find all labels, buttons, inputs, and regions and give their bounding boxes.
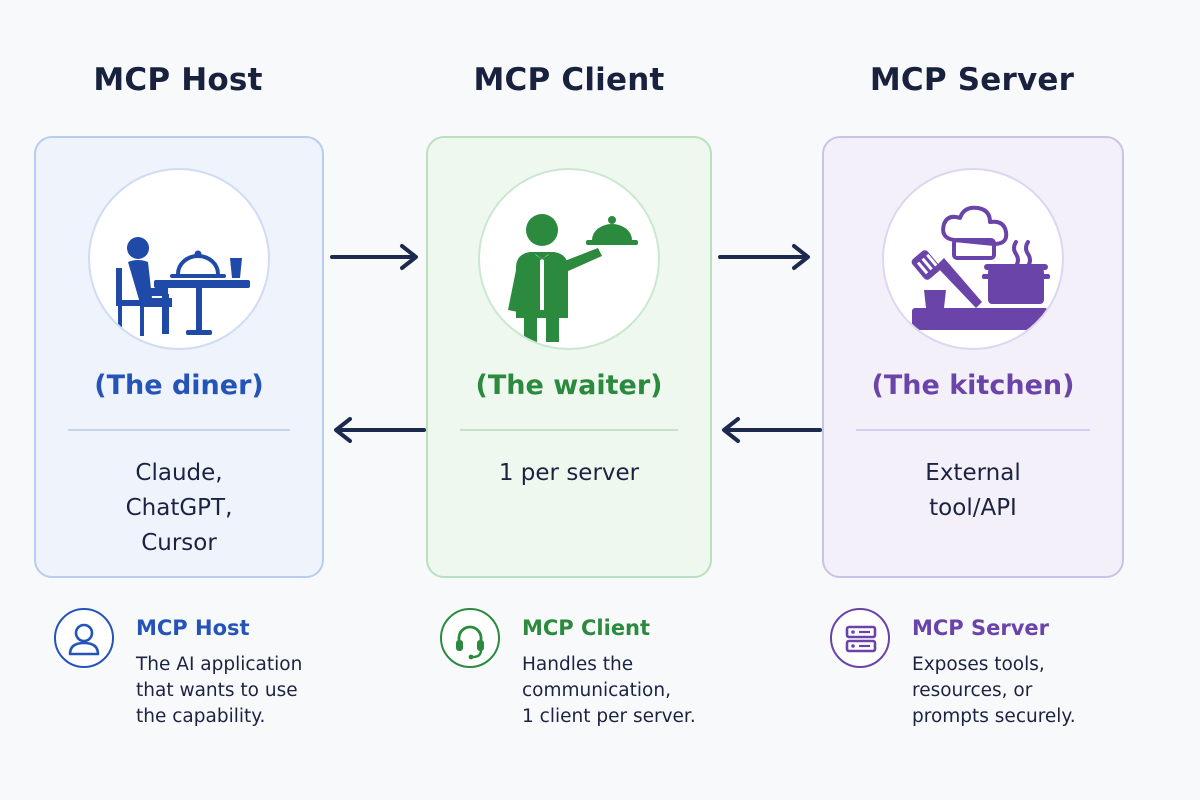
client-to-host-arrow xyxy=(334,417,426,443)
legend-client-title: MCP Client xyxy=(522,616,651,640)
host-card: (The diner) Claude, ChatGPT, Cursor xyxy=(34,136,324,578)
legend-client-text-line: Handles the xyxy=(522,654,634,675)
legend-host-text-line: that wants to use xyxy=(136,680,298,701)
host-to-client-arrow xyxy=(330,244,418,270)
legend-host-title: MCP Host xyxy=(136,616,250,640)
legend-server-text-line: Exposes tools, xyxy=(912,654,1045,675)
legend-server-text: Exposes tools, resources, or prompts sec… xyxy=(912,652,1076,730)
client-description-line: 1 per server xyxy=(498,460,640,486)
client-heading: MCP Client xyxy=(473,62,665,98)
client-to-server-arrow xyxy=(718,244,810,270)
legend-server-badge xyxy=(830,608,890,668)
legend-host-text-line: the capability. xyxy=(136,706,266,727)
legend-server-text-line: resources, or xyxy=(912,680,1033,701)
host-description-line: ChatGPT, xyxy=(125,495,233,521)
legend-server-text-line: prompts securely. xyxy=(912,706,1076,727)
server-subtitle: (The kitchen) xyxy=(871,370,1075,401)
client-card: (The waiter) 1 per server xyxy=(426,136,712,578)
host-description: Claude, ChatGPT, Cursor xyxy=(36,456,322,561)
legend-host-text-line: The AI application xyxy=(136,654,303,675)
server-heading: MCP Server xyxy=(869,62,1075,98)
legend-client-badge xyxy=(440,608,500,668)
legend-client-text-line: communication, xyxy=(522,680,671,701)
waiter-with-cloche-icon xyxy=(508,214,638,342)
client-subtitle: (The waiter) xyxy=(475,370,663,401)
diner-at-table-icon xyxy=(116,237,250,336)
headset-icon xyxy=(456,625,484,660)
host-illustration-circle xyxy=(88,168,270,350)
legend-client-text-line: 1 client per server. xyxy=(522,706,696,727)
legend-host-text: The AI application that wants to use the… xyxy=(136,652,302,730)
client-divider xyxy=(460,429,678,431)
host-description-line: Cursor xyxy=(141,530,217,556)
server-to-client-arrow xyxy=(722,417,822,443)
server-description-line: External xyxy=(925,460,1021,486)
server-icon xyxy=(845,625,877,653)
kitchen-stove-icon xyxy=(911,205,1050,330)
host-subtitle: (The diner) xyxy=(94,370,264,401)
legend-server-title: MCP Server xyxy=(912,616,1050,640)
legend-host-badge xyxy=(54,608,114,668)
legend-client-text: Handles the communication, 1 client per … xyxy=(522,652,696,730)
server-description: External tool/API xyxy=(824,456,1122,526)
server-divider xyxy=(856,429,1090,431)
client-description: 1 per server xyxy=(428,456,710,491)
host-description-line: Claude, xyxy=(135,460,223,486)
client-illustration-circle xyxy=(478,168,660,350)
server-card: (The kitchen) External tool/API xyxy=(822,136,1124,578)
server-illustration-circle xyxy=(882,168,1064,350)
server-description-line: tool/API xyxy=(929,495,1017,521)
user-icon xyxy=(68,623,100,656)
host-heading: MCP Host xyxy=(93,62,263,98)
host-divider xyxy=(68,429,290,431)
